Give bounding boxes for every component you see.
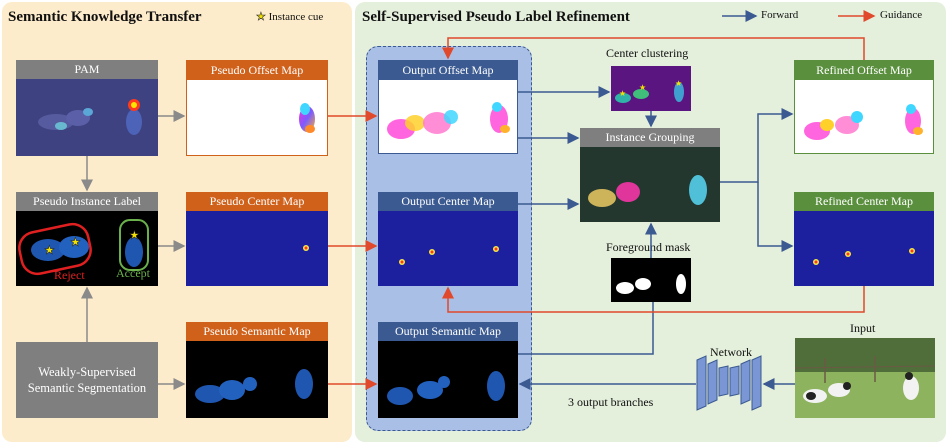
legend-instance-cue: ★ Instance cue [256,11,324,24]
network-label: Network [710,345,752,359]
output-semantic-map-box: Output Semantic Map [378,322,518,418]
output-semantic-map-header: Output Semantic Map [378,322,518,341]
wss-label: Weakly-Supervised Semantic Segmentation [27,365,147,395]
pam-heatmap [16,79,158,156]
instance-grouping-image [588,175,707,207]
foreground-mask-label: Foreground mask [606,240,691,254]
pseudo-semantic-map-header: Pseudo Semantic Map [186,322,328,341]
center-clustering-label: Center clustering [606,46,689,60]
output-semantic-map-image [387,371,505,405]
output-offset-map-box: Output Offset Map [378,60,518,154]
center-clustering-graphic: ★ ★ ★ [615,79,684,103]
output-center-map-image [399,246,499,265]
svg-text:★: ★ [129,228,140,242]
left-section-title: Semantic Knowledge Transfer [8,9,202,25]
refined-offset-map-box: Refined Offset Map [794,60,934,154]
output-branches-label: 3 output branches [568,395,654,409]
input-label: Input [850,321,876,335]
pseudo-instance-label-box: Pseudo Instance Label ★ ★ ★ Reject Accep… [16,192,158,286]
refined-center-map-header: Refined Center Map [794,192,934,211]
pseudo-offset-map-box: Pseudo Offset Map [186,60,328,156]
pam-box: PAM [16,60,158,156]
output-center-map-header: Output Center Map [378,192,518,211]
input-photo [795,338,935,418]
input-image [795,338,935,418]
output-offset-map-image [387,102,510,139]
center-clustering-image: ★ ★ ★ [611,66,691,111]
pseudo-instance-label-header: Pseudo Instance Label [16,192,158,211]
pseudo-semantic-map-image [195,369,313,403]
svg-text:★: ★ [44,243,55,257]
star-icon: ★ [256,11,266,24]
pseudo-center-map-box: Pseudo Center Map [186,192,328,286]
output-center-map-box: Output Center Map [378,192,518,286]
accept-tag: Accept [116,266,150,280]
foreground-mask-graphic [616,274,686,294]
legend-forward-label: Forward [761,9,799,21]
refined-center-map-box: Refined Center Map [794,192,934,286]
svg-text:★: ★ [70,235,81,249]
svg-text:★: ★ [619,89,626,98]
svg-text:★: ★ [675,79,682,88]
legend-guidance-label: Guidance [880,9,923,21]
svg-text:★: ★ [639,83,646,92]
pseudo-semantic-map-box: Pseudo Semantic Map [186,322,328,418]
instance-grouping-box: Instance Grouping [580,128,720,222]
refined-offset-map-header: Refined Offset Map [795,61,933,80]
instance-grouping-header: Instance Grouping [580,128,720,147]
pseudo-center-map-image [303,245,309,251]
pseudo-offset-map-header: Pseudo Offset Map [187,61,327,80]
foreground-mask-image [611,258,691,302]
pam-header: PAM [16,60,158,79]
right-section-title: Self-Supervised Pseudo Label Refinement [362,9,630,25]
output-offset-map-header: Output Offset Map [379,61,517,80]
wss-box: Weakly-Supervised Semantic Segmentation [16,342,158,418]
refined-center-map-image [813,248,915,265]
pseudo-instance-label-image: ★ ★ ★ [18,219,149,276]
refined-offset-map-image [804,104,923,140]
reject-tag: Reject [54,268,85,282]
pseudo-center-map-header: Pseudo Center Map [186,192,328,211]
pseudo-offset-map-image [299,103,315,133]
